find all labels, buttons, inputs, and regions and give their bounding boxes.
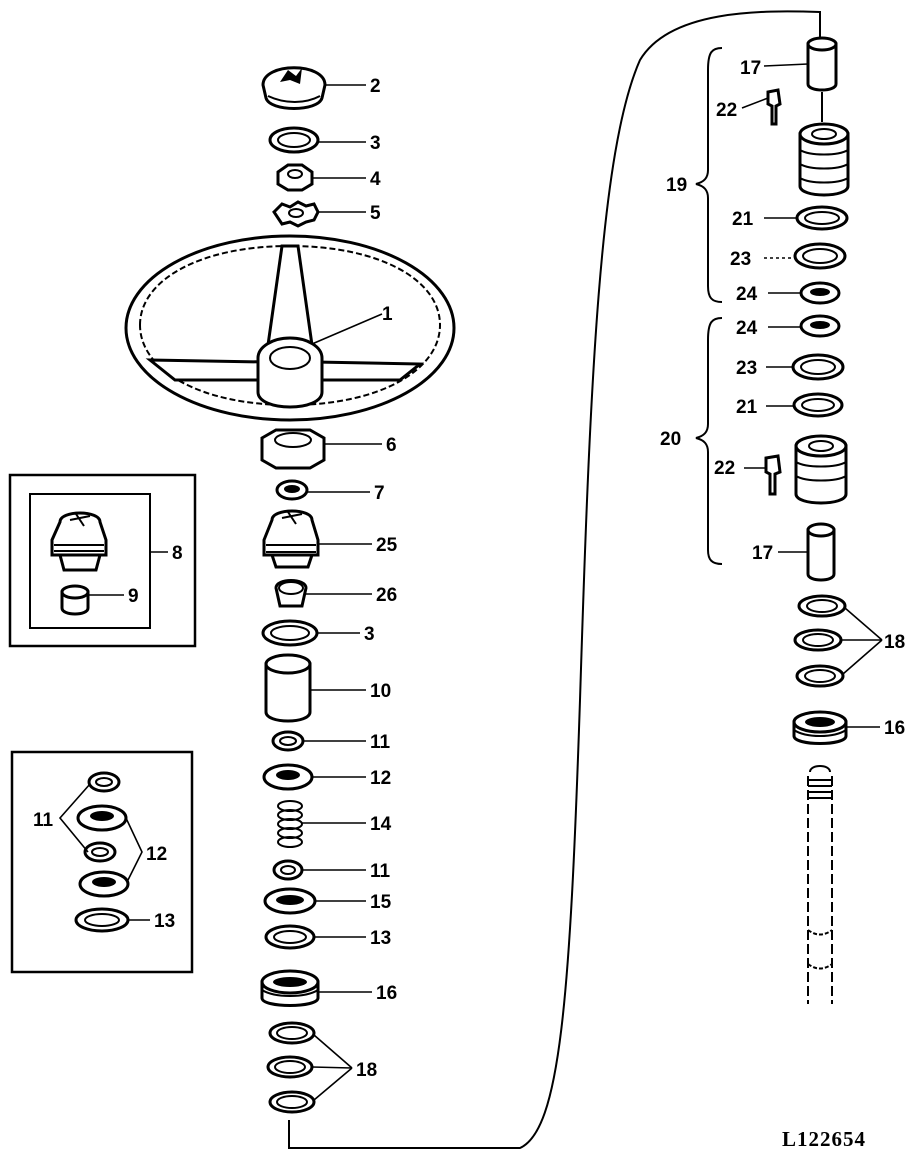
part-18-shims-right xyxy=(793,594,847,688)
steering-shaft xyxy=(807,765,833,1004)
callout-19: 19 xyxy=(666,175,687,196)
callout-18-left: 18 xyxy=(356,1060,377,1081)
part-16-bearing-right xyxy=(792,710,848,745)
inset-box-8-outer xyxy=(8,473,197,648)
part-23-ring-upper xyxy=(793,242,847,270)
part-5-star-washer xyxy=(272,200,320,228)
callout-26: 26 xyxy=(376,585,397,606)
part-11-snap-ring-lower xyxy=(272,859,304,881)
callout-11-upper: 11 xyxy=(370,732,391,753)
callout-11-lower: 11 xyxy=(370,861,391,882)
part-2-horn-cap xyxy=(261,66,327,110)
callout-1: 1 xyxy=(382,304,393,325)
callout-23-upper: 23 xyxy=(730,249,751,270)
callout-13-inset: 13 xyxy=(154,911,175,932)
part-3-washer-top xyxy=(268,126,320,154)
part-17-pin-lower xyxy=(806,522,836,582)
callout-12: 12 xyxy=(370,768,391,789)
inset-box-8-inner xyxy=(29,493,151,629)
part-10-bushing xyxy=(264,653,312,723)
callout-9: 9 xyxy=(128,586,139,607)
callout-21-lower: 21 xyxy=(736,397,758,418)
callout-24-lower: 24 xyxy=(736,318,758,339)
callout-13: 13 xyxy=(370,928,391,949)
callout-2: 2 xyxy=(370,76,381,97)
part-14-spring xyxy=(277,800,303,848)
callout-6: 6 xyxy=(386,435,397,456)
callout-14: 14 xyxy=(370,814,392,835)
part-18-shims-left xyxy=(266,1021,316,1114)
callout-22-upper: 22 xyxy=(716,100,737,121)
callout-23-lower: 23 xyxy=(736,358,757,379)
part-25-adapter xyxy=(262,509,320,569)
part-20-valve-assembly-lower xyxy=(794,434,848,505)
part-19-valve-assembly-upper xyxy=(798,122,850,197)
connecting-line xyxy=(288,10,821,1149)
callout-21-upper: 21 xyxy=(732,209,754,230)
figure-id: L122654 xyxy=(782,1127,866,1151)
callout-10: 10 xyxy=(370,681,391,702)
callout-17-top: 17 xyxy=(740,58,761,79)
part-6-large-nut xyxy=(260,428,326,470)
callout-16-right: 16 xyxy=(884,718,905,739)
part-22-pin-lower xyxy=(764,454,782,496)
callout-8: 8 xyxy=(172,543,183,564)
callout-3-lower: 3 xyxy=(364,624,375,645)
callout-15: 15 xyxy=(370,892,392,913)
inset-box-11-12-13 xyxy=(10,750,194,974)
part-4-hex-nut xyxy=(276,163,314,192)
part-1-steering-wheel xyxy=(124,234,456,422)
part-26-sleeve xyxy=(274,579,308,608)
callout-5: 5 xyxy=(370,203,381,224)
callout-25: 25 xyxy=(376,535,398,556)
part-21-ring-lower xyxy=(792,392,844,418)
callout-4: 4 xyxy=(370,169,381,190)
part-17-pin-top xyxy=(806,36,838,122)
callout-22-lower: 22 xyxy=(714,458,735,479)
part-8-adapter-assembly xyxy=(50,511,108,572)
callout-12-inset: 12 xyxy=(146,844,167,865)
part-22-pin-upper xyxy=(766,88,782,126)
callout-16-left: 16 xyxy=(376,983,397,1004)
part-11-snap-ring-upper xyxy=(271,730,305,752)
callout-7: 7 xyxy=(374,483,385,504)
callout-3-top: 3 xyxy=(370,133,381,154)
callout-20: 20 xyxy=(660,429,681,450)
callout-24-upper: 24 xyxy=(736,284,758,305)
part-9-sleeve xyxy=(60,584,90,616)
part-16-bearing-left xyxy=(260,969,320,1007)
callout-18-right: 18 xyxy=(884,632,905,653)
callout-17-lower: 17 xyxy=(752,543,773,564)
callout-11-inset: 11 xyxy=(33,810,54,831)
